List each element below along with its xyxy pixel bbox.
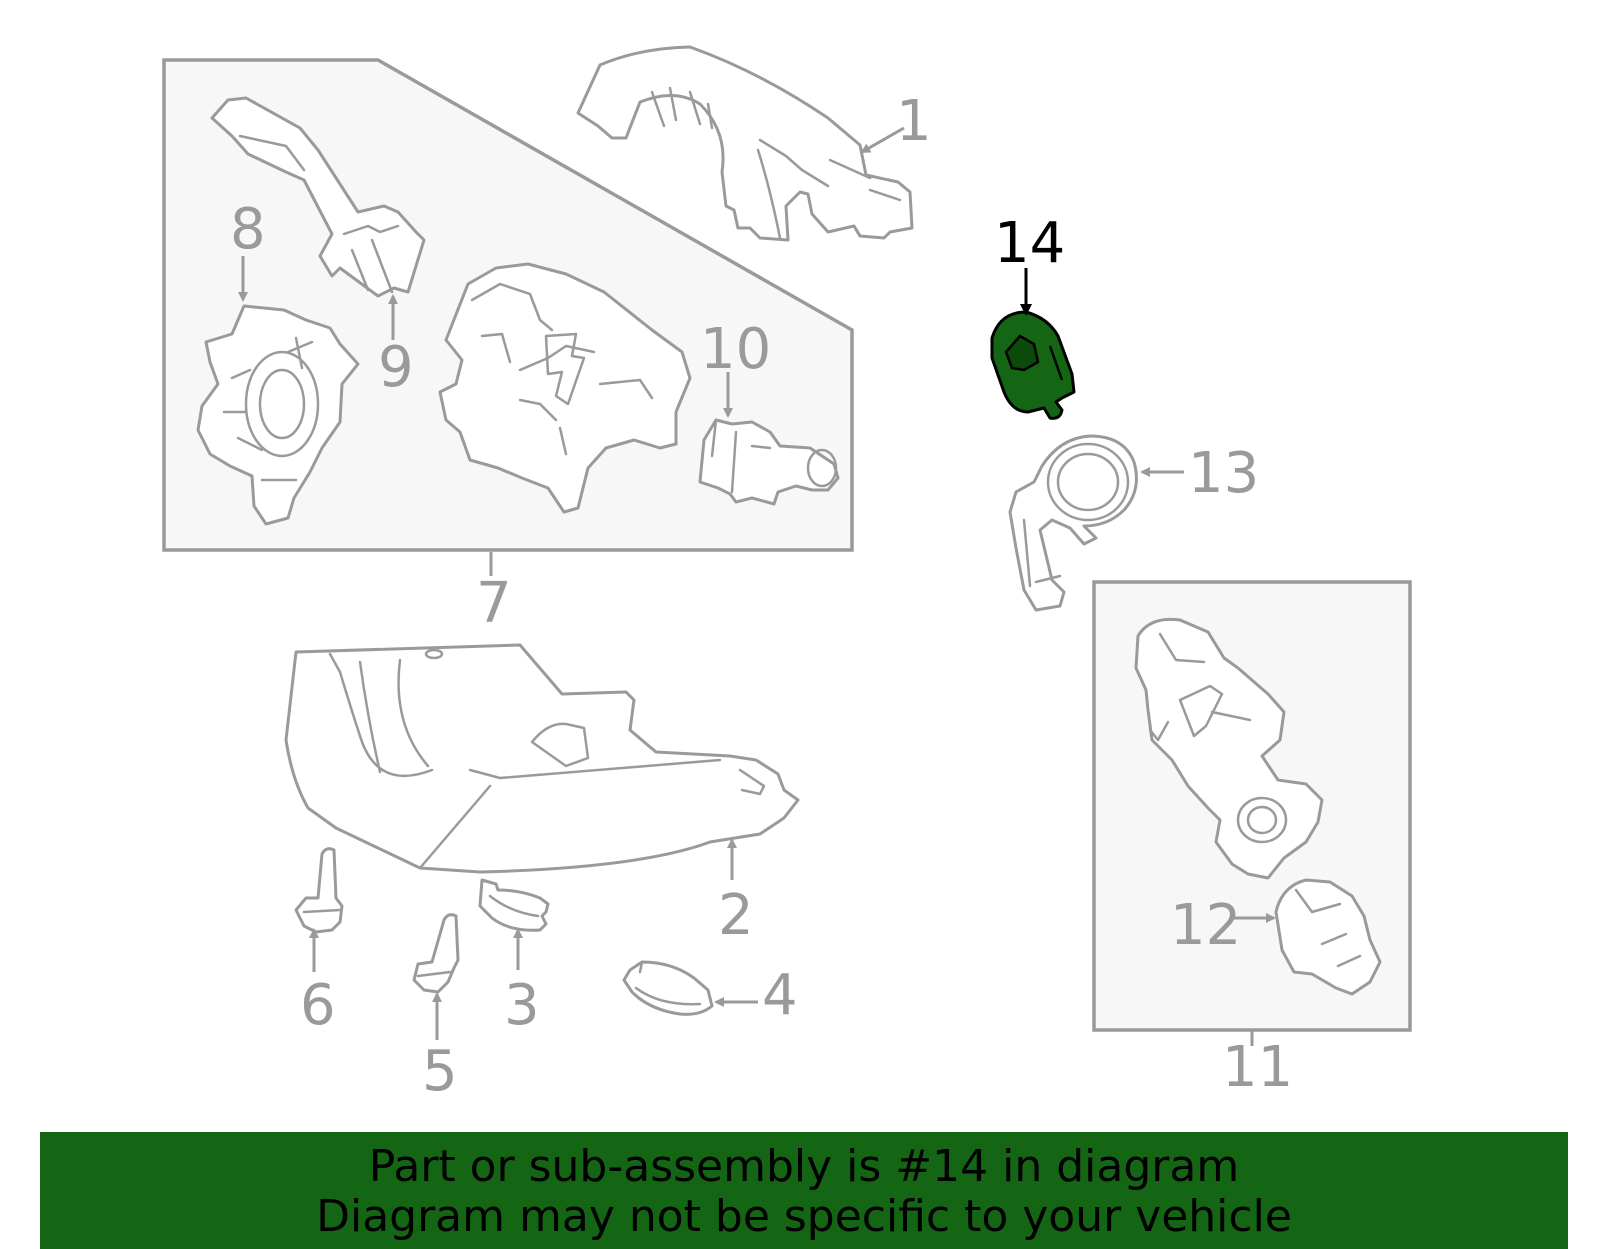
part-2-lower-shroud [284,643,800,874]
part-5-bolt [412,913,460,994]
part-6-bolt [294,847,344,934]
part-8-clockspring [196,304,360,526]
leader-1 [860,126,905,154]
callout-labels: 1 8 9 10 7 14 13 11 12 2 6 5 3 4 [230,89,1293,1104]
part-14-lock-cylinder [990,310,1076,420]
callout-4: 4 [762,963,798,1028]
callout-10: 10 [700,317,771,382]
callout-3: 3 [504,973,540,1038]
part-4-cap [622,960,714,1016]
part-13-transceiver [1008,434,1138,612]
banner-line-2: Diagram may not be specific to your vehi… [316,1191,1292,1242]
leader-lines [238,126,1276,1046]
callout-14[interactable]: 14 [994,211,1065,276]
part-11-lock-housing [1134,617,1324,880]
callout-5: 5 [422,1039,458,1104]
callout-6: 6 [300,973,336,1038]
callout-2: 2 [718,883,754,948]
callout-1: 1 [896,89,932,154]
callout-7: 7 [476,571,512,636]
callout-11: 11 [1222,1035,1293,1100]
callout-9: 9 [378,335,414,400]
part-10-ignition-switch [698,418,840,506]
part-1-upper-shroud [576,45,914,242]
callout-8: 8 [230,197,266,262]
part-3-clip [478,878,550,932]
banner-line-1: Part or sub-assembly is #14 in diagram [368,1141,1240,1192]
switch-housing [438,262,692,514]
callout-13: 13 [1188,441,1259,506]
part-12-lock-cover [1274,878,1382,996]
callout-12: 12 [1170,893,1241,958]
notice-banner: Part or sub-assembly is #14 in diagram D… [40,1132,1568,1249]
part-9-stalk-switch [210,96,426,298]
